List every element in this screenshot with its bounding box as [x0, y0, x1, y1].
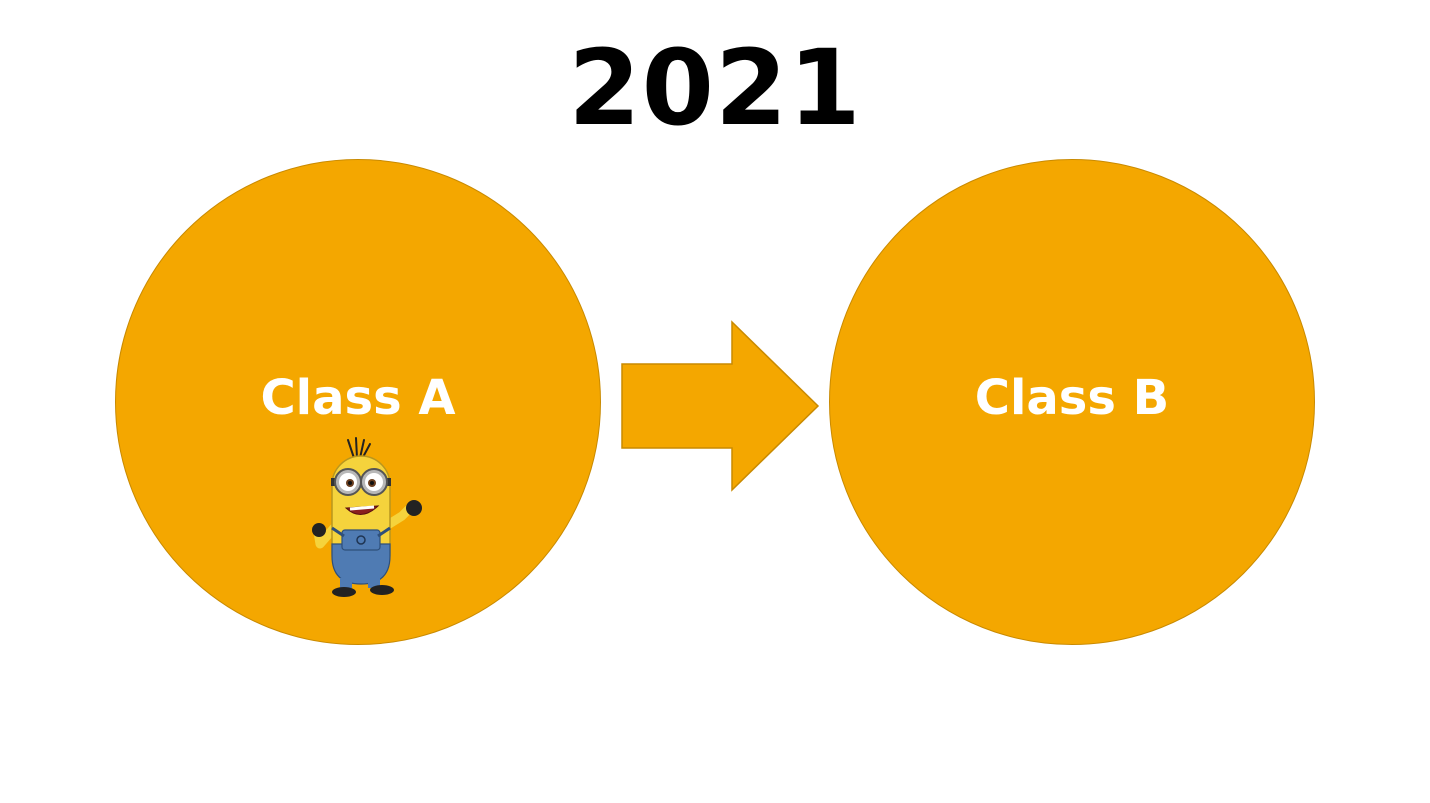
page-title: 2021	[568, 27, 862, 149]
flow-arrow	[621, 320, 820, 492]
minion-icon	[312, 437, 422, 597]
class-a-label: Class A	[260, 370, 456, 426]
class-b-label: Class B	[974, 370, 1170, 426]
class-b-node: Class B	[829, 159, 1315, 645]
